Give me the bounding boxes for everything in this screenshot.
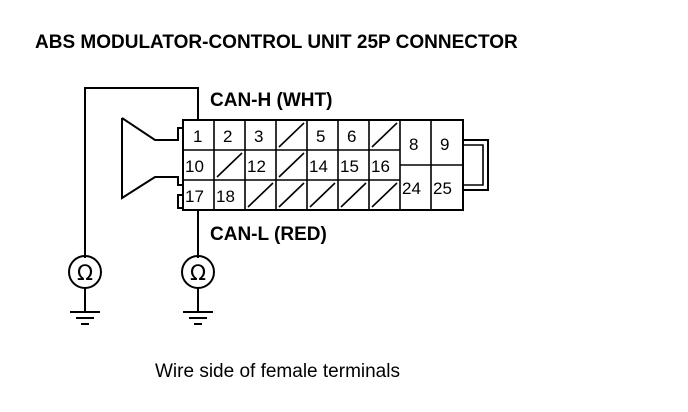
pin-10: 10 [185, 157, 204, 176]
pin-6: 6 [347, 127, 356, 146]
pin-25: 25 [433, 179, 452, 198]
pin-16: 16 [371, 157, 390, 176]
pin-15: 15 [340, 157, 359, 176]
diagram-caption: Wire side of female terminals [155, 361, 400, 382]
ohmmeter-1: Ω [68, 255, 102, 325]
ohmmeter-2: Ω [181, 255, 215, 325]
connector-lock-tab [463, 139, 489, 191]
diagram-title: ABS MODULATOR-CONTROL UNIT 25P CONNECTOR [35, 32, 518, 53]
pin-17: 17 [185, 187, 204, 206]
ohm-symbol-1: Ω [77, 261, 93, 285]
empty-cavities [216, 122, 398, 208]
pin-8: 8 [409, 135, 418, 154]
pin-1: 1 [193, 127, 202, 146]
pin-2: 2 [223, 127, 232, 146]
can-h-label: CAN-H (WHT) [210, 90, 332, 111]
pin-9: 9 [440, 135, 449, 154]
can-h-wire [84, 87, 199, 258]
ohm-symbol-2: Ω [190, 261, 206, 285]
pin-labels: 1 2 3 5 6 8 9 10 12 14 15 16 17 18 24 25 [185, 127, 452, 206]
can-l-label: CAN-L (RED) [210, 224, 327, 245]
pin-24: 24 [402, 179, 421, 198]
pin-14: 14 [309, 157, 328, 176]
ground-icon [183, 311, 213, 325]
pin-3: 3 [254, 127, 263, 146]
pin-18: 18 [216, 187, 235, 206]
ground-icon [70, 311, 100, 325]
connector-body [182, 119, 464, 211]
connector-hood [121, 117, 184, 209]
pin-12: 12 [247, 157, 266, 176]
pin-5: 5 [316, 127, 325, 146]
